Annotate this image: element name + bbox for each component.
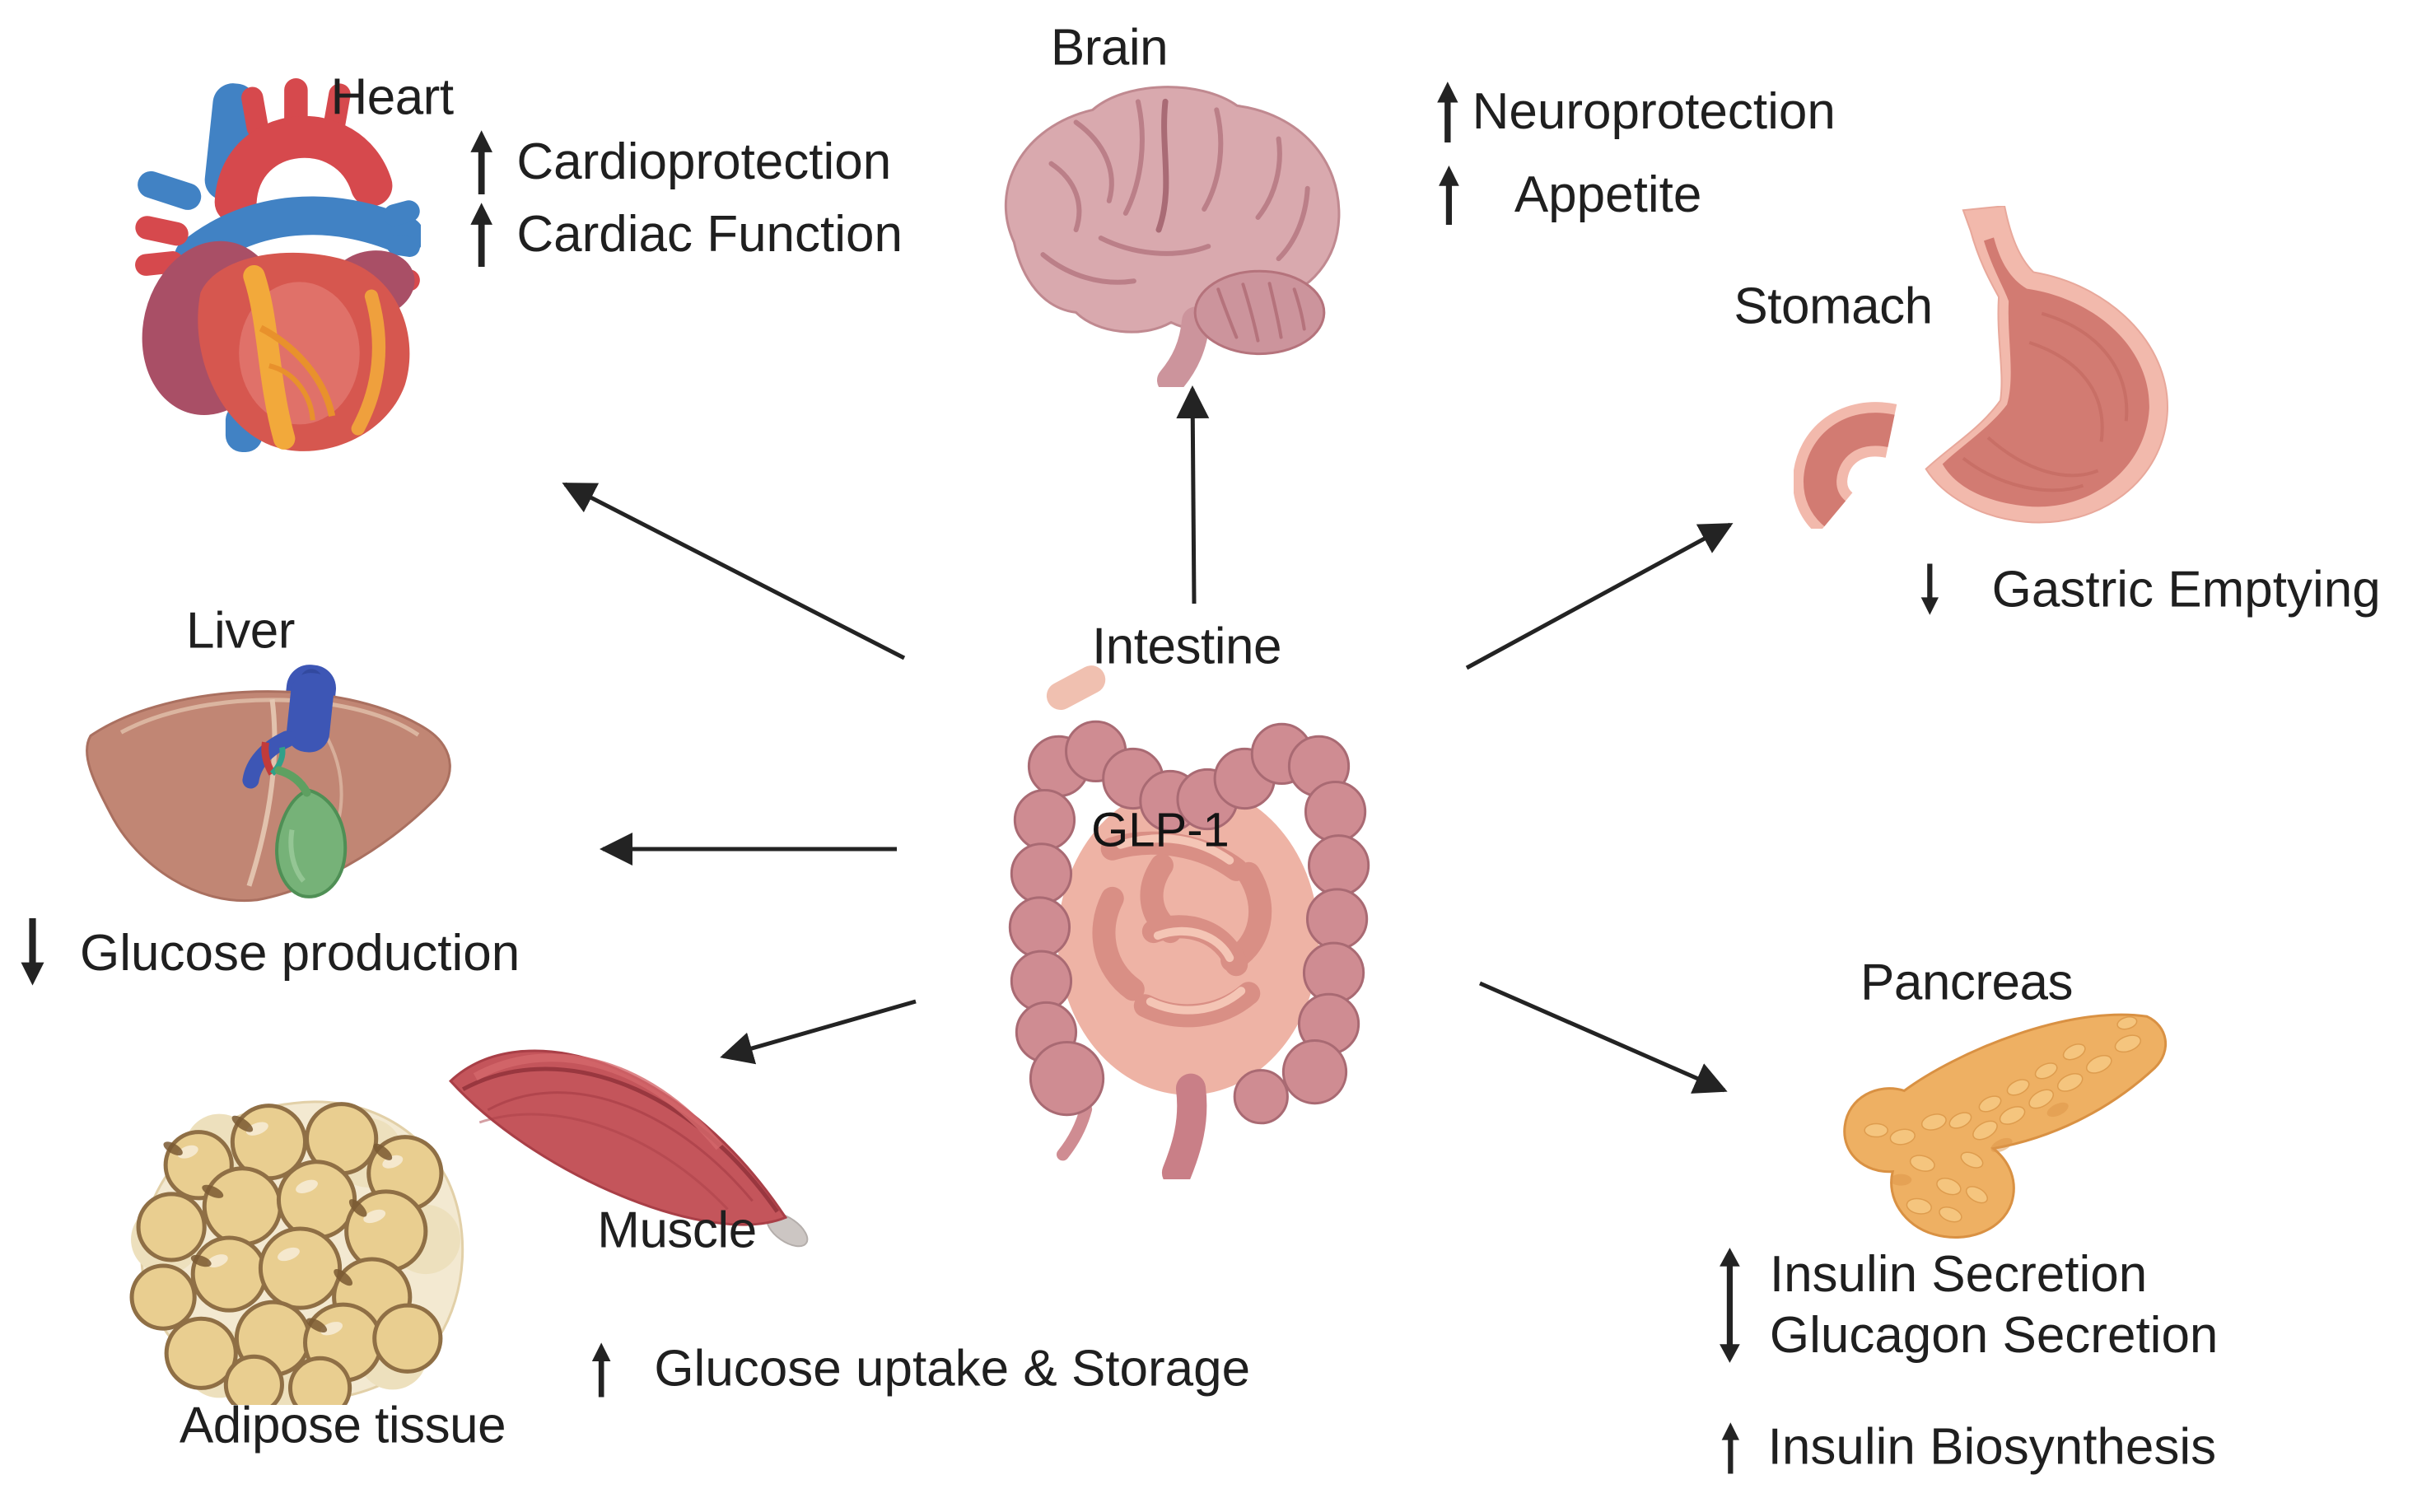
up-arrow-icon: [591, 1342, 611, 1397]
liver-effect-glucose-production: Glucose production: [18, 918, 520, 987]
heart-label: Heart: [330, 68, 454, 126]
effect-text: Insulin Biosynthesis: [1767, 1418, 2217, 1476]
effect-text: Cardioprotection: [516, 133, 892, 190]
brain-label: Brain: [1050, 19, 1169, 77]
effect-text: Gastric Emptying: [1991, 561, 2381, 618]
stomach-effect-gastric-emptying: Gastric Emptying: [1919, 561, 2381, 619]
arrow-intestine-to-pancreas: [1478, 981, 1728, 1094]
intestine-illustration: [1008, 665, 1370, 1179]
pancreas-illustration: [1843, 1013, 2168, 1239]
up-arrow-icon: [1721, 1421, 1739, 1473]
effect-text: Neuroprotection: [1472, 82, 1836, 140]
stomach-illustration: [1794, 206, 2168, 529]
liver-illustration: [86, 665, 451, 903]
adipose-tissue-label: Adipose tissue: [179, 1397, 506, 1454]
muscle-effect-glucose-uptake: Glucose uptake & Storage: [590, 1340, 1250, 1398]
up-down-arrow-icon: [1720, 1248, 1740, 1363]
arrow-intestine-to-heart: [562, 482, 906, 660]
arrow-intestine-to-stomach: [1465, 522, 1734, 670]
up-arrow-icon: [470, 203, 492, 267]
effect-text: Cardiac Function: [516, 205, 903, 263]
down-arrow-icon: [1920, 563, 1939, 615]
effect-text: Appetite: [1514, 166, 1702, 223]
arrow-intestine-to-muscle: [720, 999, 917, 1065]
effect-text: Glucose uptake & Storage: [654, 1340, 1251, 1398]
arrow-intestine-to-brain: [1176, 385, 1210, 604]
pancreas-effect-insulin-biosynthesis: Insulin Biosynthesis: [1720, 1418, 2216, 1477]
down-arrow-icon: [21, 918, 44, 986]
adipose-tissue-illustration: [129, 1100, 464, 1405]
intestine-label: Intestine: [1092, 618, 1281, 675]
muscle-illustration: [448, 1049, 809, 1248]
pancreas-effect-secretion-group: Insulin Secretion Glucagon Secretion: [1717, 1244, 2218, 1366]
stomach-label: Stomach: [1734, 278, 1933, 335]
up-arrow-icon: [1439, 166, 1459, 225]
brain-effect-neuroprotection: Neuroprotection: [1435, 80, 1836, 142]
effect-text: Glucose production: [80, 924, 520, 982]
glp1-label: GLP-1: [1091, 803, 1230, 857]
pancreas-label: Pancreas: [1860, 954, 2073, 1011]
up-arrow-icon: [1437, 82, 1458, 142]
muscle-label: Muscle: [597, 1202, 757, 1259]
effect-text-insulin-secretion: Insulin Secretion: [1769, 1246, 2148, 1303]
brain-illustration: [1004, 86, 1341, 387]
brain-effect-appetite: Appetite: [1436, 164, 1701, 225]
heart-illustration: [135, 78, 421, 452]
liver-label: Liver: [186, 602, 295, 660]
up-arrow-icon: [470, 130, 492, 194]
effect-text-glucagon-secretion: Glucagon Secretion: [1769, 1307, 2219, 1364]
heart-effect-cardioprotection: Cardioprotection: [468, 128, 891, 194]
heart-effect-cardiac-function: Cardiac Function: [468, 201, 903, 267]
